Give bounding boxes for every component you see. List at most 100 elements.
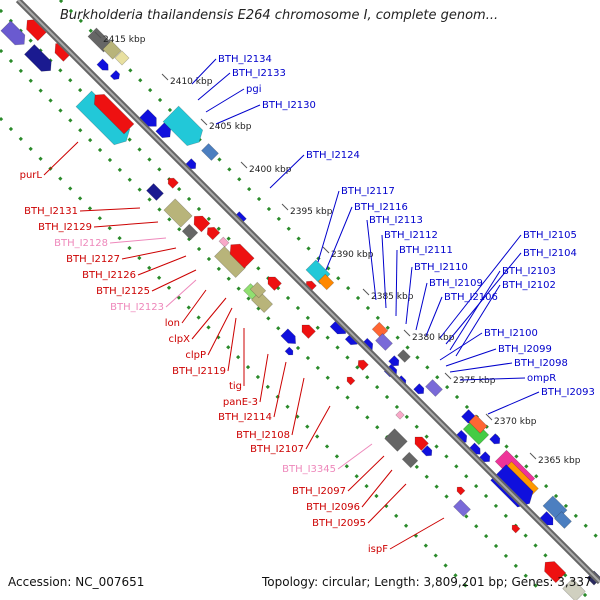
gene-label-bth-i2096[interactable]: BTH_I2096 xyxy=(306,502,360,513)
gene-label-bth-i2100[interactable]: BTH_I2100 xyxy=(484,328,538,339)
leader-bth-i2127 xyxy=(121,247,177,260)
gene-label-bth-i2134[interactable]: BTH_I2134 xyxy=(218,54,272,65)
kbp-label: 2385 kbp xyxy=(371,292,414,302)
gene-label-bth-i2133[interactable]: BTH_I2133 xyxy=(232,68,286,79)
gene-label-bth-i2124[interactable]: BTH_I2124 xyxy=(306,150,360,161)
leader-bth-i2103 xyxy=(449,270,501,351)
leader-bth-i2134 xyxy=(191,58,217,85)
gene-label-tig[interactable]: tig xyxy=(229,381,242,392)
gene-label-lon[interactable]: lon xyxy=(165,318,180,329)
gene-label-bth-i2128[interactable]: BTH_I2128 xyxy=(54,238,108,249)
gene-label-bth-i2105[interactable]: BTH_I2105 xyxy=(523,230,577,241)
gene-label-bth-i2126[interactable]: BTH_I2126 xyxy=(82,270,136,281)
gene-feature-17 xyxy=(167,177,179,189)
gene-feature-8 xyxy=(109,69,120,80)
gene-label-bth-i2116[interactable]: BTH_I2116 xyxy=(354,202,408,213)
gene-label-bth-i2112[interactable]: BTH_I2112 xyxy=(384,230,438,241)
gene-label-bth-i2109[interactable]: BTH_I2109 xyxy=(429,278,483,289)
leader-bth-i2100 xyxy=(439,332,483,361)
gene-label-bth-i2119[interactable]: BTH_I2119 xyxy=(172,366,226,377)
gene-label-bth-i2099[interactable]: BTH_I2099 xyxy=(498,344,552,355)
gene-label-bth-i2125[interactable]: BTH_I2125 xyxy=(96,286,150,297)
gene-label-bth-i2117[interactable]: BTH_I2117 xyxy=(341,186,395,197)
gene-feature-25 xyxy=(229,243,255,269)
leader-bth-i2123 xyxy=(165,279,197,308)
gene-feature-4 xyxy=(87,27,113,53)
gene-labels: BTH_I2134BTH_I2133pgiBTH_I2130BTH_I2124B… xyxy=(20,54,595,555)
gene-label-pgi[interactable]: pgi xyxy=(246,84,261,95)
leader-bth-i2107 xyxy=(305,405,331,450)
gene-feature-21 xyxy=(181,223,199,241)
label-leaders xyxy=(43,58,540,550)
gene-feature-60 xyxy=(554,511,572,529)
gene-label-clpp[interactable]: clpP xyxy=(185,350,206,361)
gene-label-ispf[interactable]: ispF xyxy=(368,544,388,555)
gene-feature-62 xyxy=(414,436,429,451)
gene-label-bth-i2093[interactable]: BTH_I2093 xyxy=(541,387,595,398)
leader-bth-i2126 xyxy=(137,255,187,276)
gene-label-bth-i2095[interactable]: BTH_I2095 xyxy=(312,518,366,529)
gene-feature-40 xyxy=(375,333,393,351)
gene-label-clpx[interactable]: clpX xyxy=(169,334,191,345)
leader-bth-i2133 xyxy=(197,72,231,101)
gene-label-bth-i2123[interactable]: BTH_I2123 xyxy=(110,302,164,313)
gene-label-purl[interactable]: purL xyxy=(20,170,43,181)
gene-feature-20 xyxy=(206,226,221,241)
accession-text: Accession: NC_007651 xyxy=(8,575,145,589)
backbone-line xyxy=(15,0,600,585)
gene-feature-30 xyxy=(280,328,296,344)
kbp-tick xyxy=(281,203,289,211)
kbp-tick xyxy=(403,329,411,337)
kbp-label: 2375 kbp xyxy=(453,376,496,386)
topology-text: Topology: circular; Length: 3,809,201 bp… xyxy=(262,575,592,589)
gene-label-bth-i2104[interactable]: BTH_I2104 xyxy=(523,248,577,259)
gene-label-bth-i3345[interactable]: BTH_I3345 xyxy=(282,464,336,475)
gene-label-bth-i2106[interactable]: BTH_I2106 xyxy=(444,292,498,303)
gene-label-bth-i2113[interactable]: BTH_I2113 xyxy=(369,215,423,226)
gene-label-bth-i2131[interactable]: BTH_I2131 xyxy=(24,206,78,217)
gene-feature-67 xyxy=(511,524,521,534)
leader-bth-i2124 xyxy=(269,154,305,189)
gene-label-bth-i2111[interactable]: BTH_I2111 xyxy=(399,245,453,256)
gene-label-bth-i2127[interactable]: BTH_I2127 xyxy=(66,254,120,265)
gene-feature-63 xyxy=(401,451,419,469)
leader-bth-i2119 xyxy=(227,317,237,372)
kbp-tick xyxy=(161,73,169,81)
kbp-tick xyxy=(485,413,493,421)
gene-label-bth-i2097[interactable]: BTH_I2097 xyxy=(292,486,346,497)
leader-bth-i2114 xyxy=(273,361,287,418)
gene-feature-68 xyxy=(544,561,567,584)
gene-label-bth-i2102[interactable]: BTH_I2102 xyxy=(502,280,556,291)
leader-ispf xyxy=(389,517,445,550)
gene-label-bth-i2098[interactable]: BTH_I2098 xyxy=(514,358,568,369)
gene-feature-28 xyxy=(249,281,267,299)
leader-lon xyxy=(181,289,207,324)
gene-feature-65 xyxy=(453,499,471,517)
leader-bth-i2113 xyxy=(366,219,377,301)
gene-feature-32 xyxy=(284,346,294,356)
kbp-tick xyxy=(322,246,330,254)
leader-bth-i2105 xyxy=(439,234,522,339)
gene-feature-13 xyxy=(162,105,204,147)
kbp-label: 2395 kbp xyxy=(290,207,333,217)
gene-label-bth-i2107[interactable]: BTH_I2107 xyxy=(250,444,304,455)
gene-label-ompr[interactable]: ompR xyxy=(527,373,556,384)
gene-label-bth-i2114[interactable]: BTH_I2114 xyxy=(218,412,272,423)
gene-label-pane-3[interactable]: panE-3 xyxy=(223,397,258,408)
gene-feature-41 xyxy=(357,359,369,371)
gene-label-bth-i2129[interactable]: BTH_I2129 xyxy=(38,222,92,233)
gene-label-bth-i2108[interactable]: BTH_I2108 xyxy=(236,430,290,441)
leader-bth-i2093 xyxy=(487,391,540,415)
leader-bth-i2131 xyxy=(79,207,141,212)
gene-features xyxy=(0,19,600,600)
gene-label-bth-i2130[interactable]: BTH_I2130 xyxy=(262,100,316,111)
gene-label-bth-i2110[interactable]: BTH_I2110 xyxy=(414,262,468,273)
gene-label-bth-i2103[interactable]: BTH_I2103 xyxy=(502,266,556,277)
kbp-label: 2370 kbp xyxy=(494,417,537,427)
gene-feature-51 xyxy=(468,414,488,434)
leader-purl xyxy=(43,141,79,176)
kbp-label: 2390 kbp xyxy=(331,250,374,260)
